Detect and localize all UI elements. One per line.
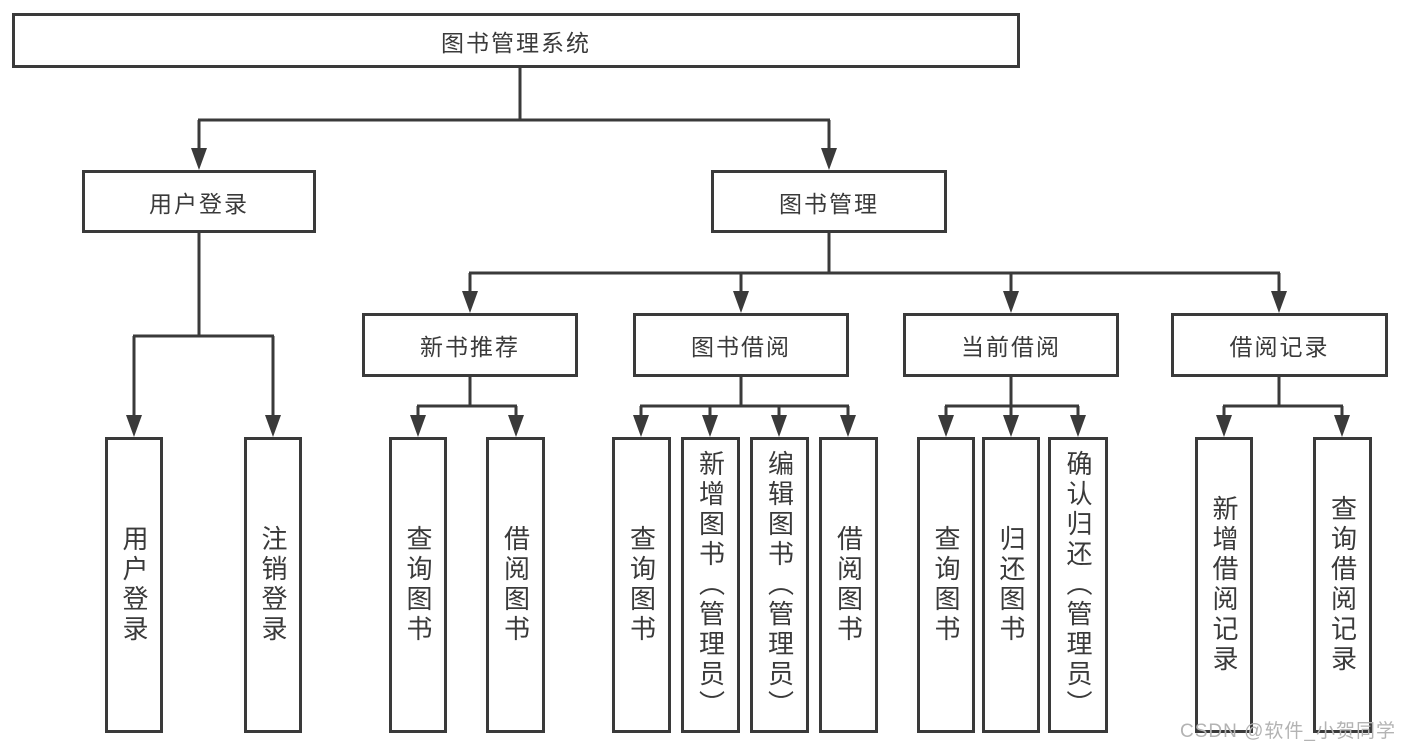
leaf-add-book-admin: 新增图书（管理员） <box>681 437 740 733</box>
leaf-query-books-current: 查询图书 <box>917 437 975 733</box>
leaf-return-book: 归还图书 <box>982 437 1040 733</box>
node-book-borrowing: 图书借阅 <box>633 313 849 377</box>
leaf-add-borrowing-record: 新增借阅记录 <box>1195 437 1253 733</box>
csdn-watermark: CSDN @软件_小贺同学 <box>1180 721 1396 742</box>
node-current-borrowing: 当前借阅 <box>903 313 1119 377</box>
leaf-logout: 注销登录 <box>244 437 302 733</box>
leaf-query-books-recommend: 查询图书 <box>389 437 447 733</box>
leaf-query-borrowing-record: 查询借阅记录 <box>1313 437 1372 733</box>
node-book-management: 图书管理 <box>711 170 947 233</box>
node-user-login: 用户登录 <box>82 170 316 233</box>
node-new-book-recommendation: 新书推荐 <box>362 313 578 377</box>
node-root-library-management-system: 图书管理系统 <box>12 13 1020 68</box>
node-borrowing-records: 借阅记录 <box>1171 313 1388 377</box>
leaf-user-login: 用户登录 <box>105 437 163 733</box>
leaf-confirm-return-admin: 确认归还（管理员） <box>1048 437 1108 733</box>
leaf-borrow-books-recommend: 借阅图书 <box>486 437 545 733</box>
leaf-borrow-books-borrowing: 借阅图书 <box>819 437 878 733</box>
leaf-edit-book-admin: 编辑图书（管理员） <box>750 437 809 733</box>
leaf-query-books-borrowing: 查询图书 <box>612 437 671 733</box>
